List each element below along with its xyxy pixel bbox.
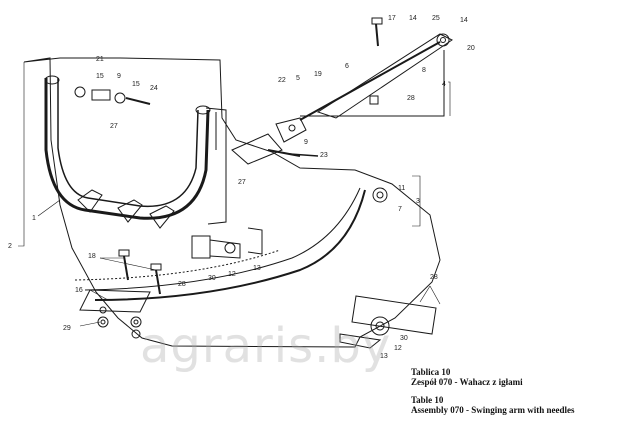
callout-25: 25 <box>432 15 440 22</box>
callout-11: 11 <box>398 185 405 192</box>
caption: Tablica 10 Zespół 070 - Wahacz z igłami … <box>411 367 636 415</box>
callout-20: 20 <box>467 45 475 52</box>
callout-28b: 28 <box>407 95 415 102</box>
callout-7: 7 <box>398 206 402 213</box>
callout-13b: 13 <box>380 353 388 360</box>
callout-16: 16 <box>75 287 83 294</box>
callout-29: 29 <box>63 325 71 332</box>
callout-1: 1 <box>32 215 36 222</box>
callout-15b: 15 <box>132 81 140 88</box>
caption-en-subtitle: Assembly 070 - Swinging arm with needles <box>411 405 575 415</box>
callout-18: 18 <box>88 253 96 260</box>
callout-30a: 30 <box>208 275 216 282</box>
callout-4: 4 <box>442 81 446 88</box>
callout-22: 22 <box>278 77 286 84</box>
callout-8: 8 <box>422 67 426 74</box>
callout-27a: 27 <box>110 123 118 130</box>
callout-15a: 15 <box>96 73 104 80</box>
callout-21: 21 <box>96 56 104 63</box>
callout-23: 23 <box>320 152 328 159</box>
callout-13a: 13 <box>253 265 261 272</box>
callout-14b: 14 <box>460 17 468 24</box>
caption-pl-subtitle: Zespół 070 - Wahacz z igłami <box>411 377 523 387</box>
callout-28a: 28 <box>178 281 186 288</box>
callout-6: 6 <box>345 63 349 70</box>
callout-28c: 28 <box>430 274 438 281</box>
callout-9a: 9 <box>117 73 121 80</box>
assembly-outline <box>23 57 441 348</box>
callout-30b: 30 <box>400 335 408 342</box>
callout-17: 17 <box>388 15 396 22</box>
callout-24: 24 <box>150 85 158 92</box>
caption-pl-title: Tablica 10 <box>411 367 451 377</box>
callout-2: 2 <box>8 243 12 250</box>
callout-12b: 12 <box>394 345 402 352</box>
callout-19: 19 <box>314 71 322 78</box>
callout-9b: 9 <box>304 139 308 146</box>
callout-14a: 14 <box>409 15 417 22</box>
caption-en-title: Table 10 <box>411 395 444 405</box>
callout-5: 5 <box>296 75 300 82</box>
callout-12a: 12 <box>228 271 236 278</box>
callout-3: 3 <box>416 198 420 205</box>
watermark: agraris.by <box>140 318 392 374</box>
callout-27b: 27 <box>238 179 246 186</box>
